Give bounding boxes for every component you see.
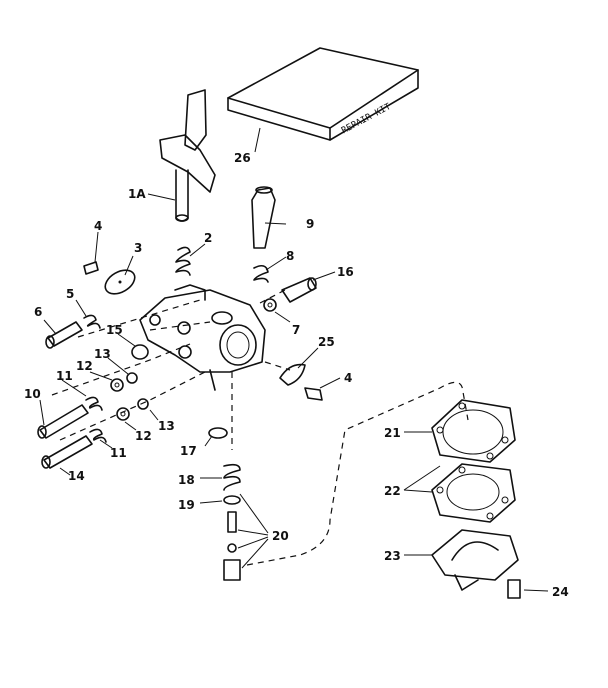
label-7: 7	[292, 323, 300, 337]
label-12-upper: 12	[76, 359, 93, 373]
label-21: 21	[384, 426, 401, 440]
label-19: 19	[178, 498, 195, 512]
label-24: 24	[552, 585, 569, 599]
label-23: 23	[384, 549, 401, 563]
cap-15	[131, 344, 149, 360]
part-labels: 1A 2 3 4 5 6 7 8 9 10 11 11 12 12 13 13 …	[24, 151, 569, 599]
label-22: 22	[384, 484, 401, 498]
shaft-assembly	[159, 89, 216, 222]
label-9: 9	[306, 217, 314, 231]
label-11-upper: 11	[56, 369, 73, 383]
inlet-fitting	[281, 277, 317, 303]
label-10: 10	[24, 387, 41, 401]
label-14: 14	[68, 469, 85, 483]
needle-10	[37, 396, 103, 439]
label-4-lower: 4	[344, 371, 352, 385]
carburetor-body	[139, 284, 266, 391]
needle-14	[41, 428, 107, 469]
cap-17	[208, 427, 228, 439]
label-2: 2	[204, 231, 212, 245]
label-13-lower: 13	[158, 419, 175, 433]
spring-8	[253, 264, 269, 283]
spring-18	[223, 463, 241, 491]
label-13-upper: 13	[94, 347, 111, 361]
label-1a: 1A	[128, 187, 146, 201]
screw-24	[507, 579, 521, 599]
repair-kit-label: REPAIR KIT	[340, 102, 393, 137]
label-6: 6	[34, 305, 42, 319]
screw-6	[45, 321, 83, 349]
washers-12-13-lower	[116, 398, 149, 421]
label-3: 3	[134, 241, 142, 255]
washer-disc-3	[104, 269, 136, 295]
washer-19	[223, 495, 241, 505]
gasket-21	[431, 399, 516, 463]
label-4-upper: 4	[94, 219, 102, 233]
label-16: 16	[337, 265, 354, 279]
label-17: 17	[180, 444, 197, 458]
spring-5	[83, 314, 101, 329]
assembly-dash-lines	[51, 289, 469, 566]
diaphragm-22	[431, 463, 516, 523]
screw-4-lower	[304, 387, 323, 401]
nut-7	[263, 298, 277, 312]
screw-4-upper	[83, 261, 99, 275]
spring-2	[175, 246, 191, 276]
leader-lines	[39, 127, 549, 592]
parts-20-set	[223, 511, 241, 581]
pump-cover-23	[431, 529, 519, 591]
label-15: 15	[106, 323, 123, 337]
repair-kit-box: REPAIR KIT	[227, 47, 419, 141]
label-25: 25	[318, 335, 335, 349]
label-18: 18	[178, 473, 195, 487]
label-5: 5	[66, 287, 74, 301]
throttle-shaft	[251, 186, 276, 249]
label-12-lower: 12	[135, 429, 152, 443]
label-20: 20	[272, 529, 289, 543]
washers-12-13-upper	[110, 372, 138, 392]
plate-25	[279, 363, 306, 386]
label-26: 26	[234, 151, 251, 165]
label-8: 8	[286, 249, 294, 263]
label-11-lower: 11	[110, 446, 127, 460]
